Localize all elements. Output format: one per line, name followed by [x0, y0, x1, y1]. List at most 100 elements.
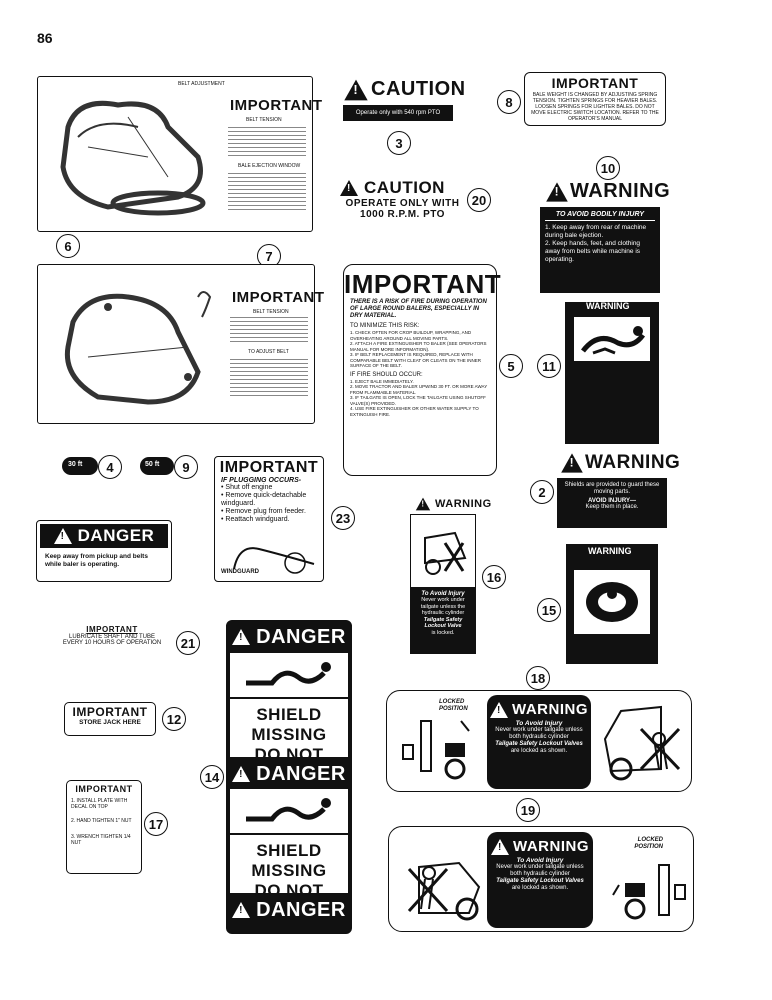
decal-5-f3: 3. IF TAILGATE IS OPEN, LOCK THE TAILGAT… — [350, 395, 486, 406]
warning-triangle-icon — [561, 453, 583, 473]
decal-6-subtitle: BELT ADJUSTMENT — [178, 81, 225, 87]
warning-triangle-icon — [415, 497, 431, 511]
tailgate-pictogram-icon — [424, 531, 467, 575]
decal-19-end: are locked as shown. — [511, 885, 569, 891]
decal-14-danger-3: DANGER — [256, 898, 346, 921]
decal-12-number: 12 — [162, 707, 186, 731]
decal-21-number: 21 — [176, 631, 200, 655]
decal-10-item-2: 2. Keep hands, feet, and clothing away f… — [545, 240, 641, 263]
decal-3-title: CAUTION — [371, 78, 466, 100]
decal-20-line2: 1000 R.P.M. PTO — [360, 209, 445, 220]
decal-5-number: 5 — [499, 354, 523, 378]
decal-7-panel: IMPORTANT BELT TENSION TO ADJUST BELT — [37, 264, 324, 424]
decal-18-title: WARNING — [512, 701, 588, 718]
decal-3-number: 3 — [387, 131, 411, 155]
injury-pictogram-icon — [581, 326, 646, 355]
decal-2: WARNING Shields are provided to guard th… — [557, 452, 680, 528]
decal-15-title: WARNING — [588, 546, 632, 556]
decal-5-minimize: TO MINIMIZE THIS RISK: — [350, 323, 420, 329]
decal-11-title: WARNING — [586, 301, 630, 311]
decal-4-label: 30 ft — [68, 461, 83, 468]
decal-6-subtitle-3: BALE EJECTION WINDOW — [238, 163, 301, 169]
warning-triangle-icon — [490, 701, 508, 718]
decal-danger-title: DANGER — [77, 526, 155, 545]
warning-triangle-icon — [232, 902, 251, 918]
decal-danger-pickup: DANGER Keep away from pickup and belts w… — [36, 520, 172, 582]
decal-20: CAUTION OPERATE ONLY WITH 1000 R.P.M. PT… — [340, 178, 465, 220]
shaft-entanglement-icon — [246, 798, 331, 822]
decal-16-end: is locked. — [431, 629, 455, 636]
warning-triangle-icon — [491, 838, 509, 855]
decal-10-head: TO AVOID BODILY INJURY — [545, 211, 655, 221]
decal-5-f4: 4. USE FIRE EXTINGUISHER OR OTHER WATER … — [350, 406, 479, 417]
decal-5-title: IMPORTANT — [344, 269, 502, 299]
decal-19-text: Never work under tailgate unless both hy… — [496, 864, 584, 877]
decal-17-panel: IMPORTANT 1. INSTALL PLATE WITH DECAL ON… — [66, 780, 142, 874]
decal-17-s2: 2. HAND TIGHTEN 1" NUT — [71, 818, 132, 824]
decal-18-bold: Tailgate Safety Lockout Valves — [495, 741, 583, 747]
decal-6-number: 6 — [56, 234, 80, 258]
decal-2-title: WARNING — [585, 452, 681, 473]
decal-14-line1-b: SHIELD MISSING — [251, 841, 327, 880]
decal-14-line1-a: SHIELD MISSING — [251, 705, 327, 744]
decal-12-title: IMPORTANT — [72, 705, 148, 719]
decal-17-number: 17 — [144, 812, 168, 836]
decal-15: WARNING — [566, 544, 658, 664]
decal-19-title: WARNING — [513, 838, 589, 855]
decal-9-number: 9 — [174, 455, 198, 479]
decal-18-locked: LOCKED POSITION — [439, 699, 468, 712]
decal-7-subtitle-2: TO ADJUST BELT — [248, 349, 289, 355]
decal-8-text: BALE WEIGHT IS CHANGED BY ADJUSTING SPRI… — [531, 92, 659, 122]
decal-23-head: IF PLUGGING OCCURS- — [221, 477, 302, 484]
decal-12-panel: IMPORTANT STORE JACK HERE — [64, 702, 156, 736]
decal-2-line1: Shields are provided to guard these movi… — [564, 482, 660, 495]
decal-23-number: 23 — [331, 506, 355, 530]
decal-9-label: 50 ft — [145, 461, 160, 468]
decal-23-panel: IMPORTANT IF PLUGGING OCCURS- • Shut off… — [214, 456, 324, 582]
decal-19-number: 19 — [516, 798, 540, 822]
decal-21-line1: LUBRICATE SHAFT AND TUBE — [68, 634, 156, 640]
decal-3: CAUTION Operate only with 540 rpm PTO — [343, 78, 465, 121]
decal-5-f1: 1. EJECT BALE IMMEDIATELY. — [350, 378, 414, 384]
decal-4-tag: 30 ft — [62, 457, 98, 475]
decal-19-panel: WARNING To Avoid Injury Never work under… — [388, 826, 694, 932]
decal-18-panel: LOCKED POSITION WARNING To Avoid Injury … — [386, 690, 692, 792]
decal-18-head: To Avoid Injury — [515, 720, 563, 727]
decal-14-number: 14 — [200, 765, 224, 789]
decal-17-s1: 1. INSTALL PLATE WITH DECAL ON TOP — [71, 798, 128, 810]
decal-18-end: are locked as shown. — [510, 748, 568, 754]
decal-8-number: 8 — [497, 90, 521, 114]
decal-2-number: 2 — [530, 480, 554, 504]
decal-5-f2: 2. MOVE TRACTOR AND BALER UPWIND 30 FT. … — [350, 384, 488, 395]
decal-23-b2: • Remove quick-detachable windguard. — [221, 492, 307, 507]
decal-6-subtitle-2: BELT TENSION — [246, 117, 282, 123]
decal-7-subtitle: BELT TENSION — [253, 309, 289, 315]
decal-6-panel: BELT ADJUSTMENT IMPORTANT BELT TENSION B… — [37, 76, 322, 232]
decal-5-m3: 3. IF BELT REPLACEMENT IS REQUIRED, REPL… — [350, 352, 481, 368]
decal-14-danger-2: DANGER — [256, 762, 346, 785]
decal-15-number: 15 — [537, 598, 561, 622]
decal-16-head: To Avoid Injury — [421, 591, 465, 597]
warning-triangle-icon — [546, 181, 568, 202]
belt-routing-diagram — [64, 291, 212, 405]
decal-23-b3: • Remove plug from feeder. — [221, 508, 306, 515]
decal-10-title: WARNING — [570, 180, 671, 202]
decal-19-head: To Avoid Injury — [516, 857, 564, 864]
decal-20-title: CAUTION — [364, 178, 445, 197]
decal-23-b1: • Shut off engine — [221, 484, 273, 491]
decal-16-text: Never work under tailgate unless the hyd… — [420, 597, 466, 616]
decal-11: WARNING — [565, 301, 659, 444]
page-number: 86 — [37, 30, 53, 46]
decal-2-line2: AVOID INJURY— — [587, 498, 636, 504]
decal-17-title: IMPORTANT — [75, 784, 133, 794]
decal-10: WARNING TO AVOID BODILY INJURY 1. Keep a… — [540, 180, 670, 293]
decal-10-number: 10 — [596, 156, 620, 180]
lockout-valve-diagram — [612, 864, 686, 920]
decal-5-m1: 1. CHECK OFTEN FOR CROP BUILDUP, WRAPPIN… — [350, 330, 472, 341]
decal-18-text: Never work under tailgate unless both hy… — [495, 727, 583, 740]
decal-4-number: 4 — [98, 455, 122, 479]
decal-5-m2: 2. ATTACH A FIRE EXTINGUISHER TO BALER (… — [350, 341, 487, 352]
decal-5-lead: THERE IS A RISK OF FIRE DURING OPERATION… — [350, 299, 487, 319]
decal-20-line1: OPERATE ONLY WITH — [345, 198, 460, 209]
decal-23-b4: • Reattach windguard. — [221, 516, 290, 523]
